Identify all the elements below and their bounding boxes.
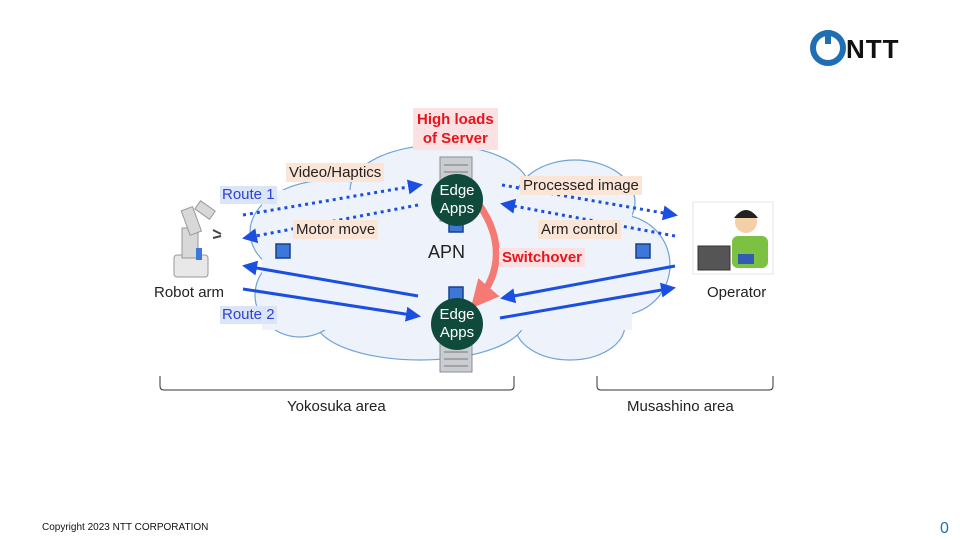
ntt-logo-icon [810,30,846,66]
edge-apps-top: Edge Apps [431,174,483,226]
apn-label: APN [428,242,466,262]
route-2-label: Route 2 [220,306,277,324]
robot-arm-label: Robot arm [154,284,225,301]
route-1-label: Route 1 [220,186,277,204]
page-number: 0 [940,520,949,537]
arm-control-label: Arm control [538,220,621,239]
processed-image-label: Processed image [520,176,642,195]
switchover-label: Switchover [499,248,586,267]
video-haptics-label: Video/Haptics [286,163,385,182]
switchover-arrow [470,204,500,309]
edge-apps-bottom: Edge Apps [431,298,483,350]
operator-label: Operator [707,284,767,301]
motor-move-label: Motor move [293,220,379,239]
yokosuka-area-label: Yokosuka area [287,398,386,415]
ntt-logo-text: NTT [846,34,900,64]
robot-arm-icon [173,200,222,278]
musashino-area-label: Musashino area [627,398,734,415]
musashino-brace [596,376,774,391]
yokosuka-brace [159,376,515,391]
copyright-text: Copyright 2023 NTT CORPORATION [42,522,209,533]
operator-icon [692,201,774,275]
high-loads-label: High loads of Server [413,108,498,150]
